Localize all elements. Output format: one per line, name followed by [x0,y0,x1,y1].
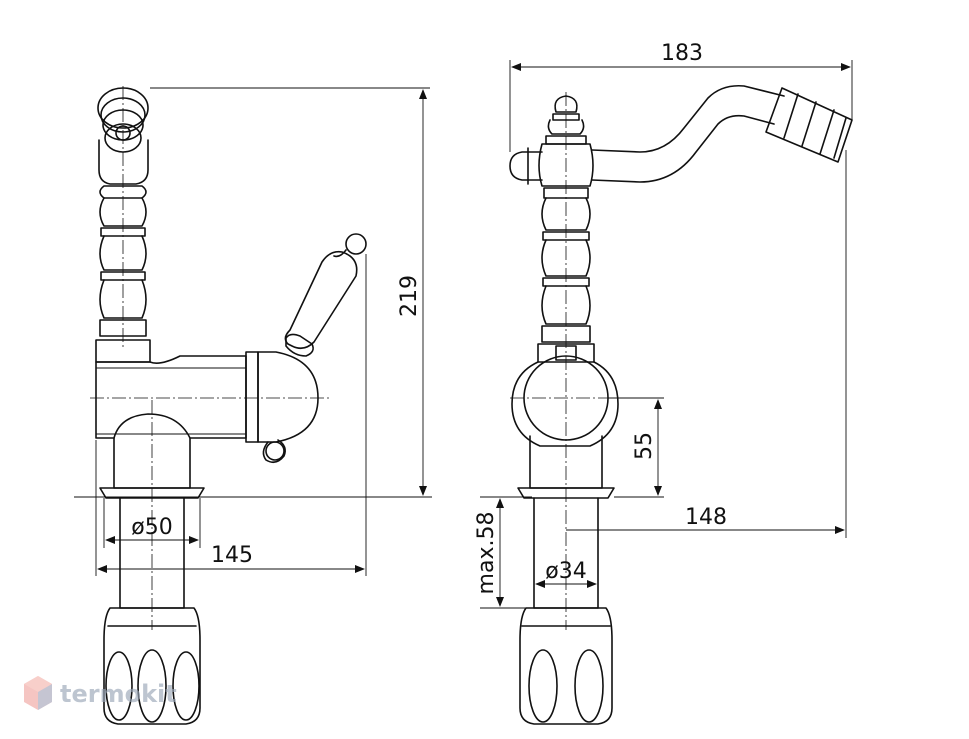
left-cartridge [245,351,319,464]
dim-diameter-50: ø50 [131,515,172,540]
watermark: termokit [24,676,177,710]
right-view-faucet [509,84,853,725]
dim-diameter-34: ø34 [545,559,586,584]
dim-145: 145 [211,543,253,568]
dim-max-58: max.58 [474,512,499,595]
watermark-text: termokit [60,680,177,708]
dim-148: 148 [685,505,727,530]
dim-219: 219 [397,275,422,317]
dim-55: 55 [632,432,657,460]
left-lever-handle [284,233,367,357]
dim-183: 183 [661,41,703,66]
right-base [517,487,615,725]
right-dimensions: 183 55 148 max.58 ø34 [474,41,853,609]
left-view-faucet [90,86,367,725]
right-side-knob [509,147,543,185]
left-dimensions: 219 ø50 145 [74,87,432,576]
left-body [95,355,247,439]
watermark-logo-icon [24,676,52,710]
right-spout [591,84,853,183]
right-ball-body [511,355,619,489]
